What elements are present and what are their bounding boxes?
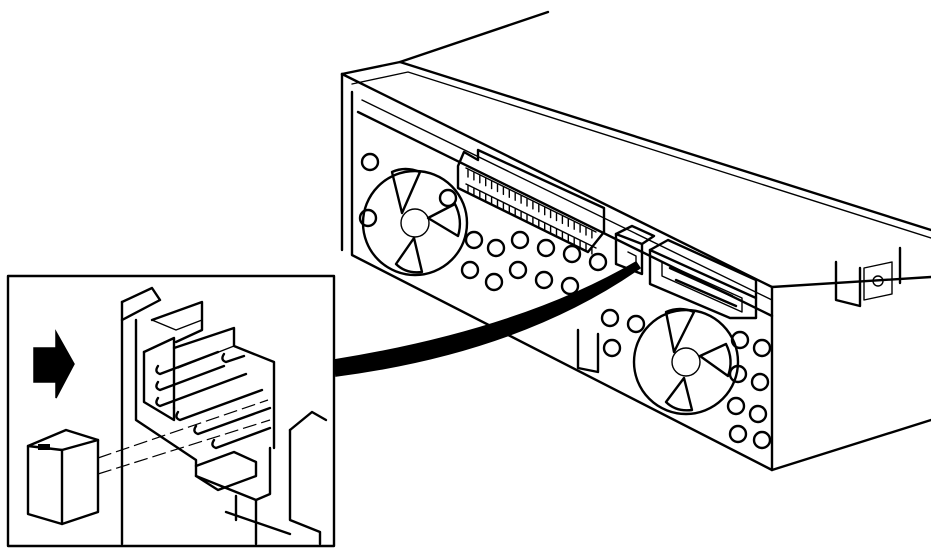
drive-chassis (340, 10, 931, 472)
ribbon-connector (456, 148, 606, 255)
power-connector (648, 238, 758, 320)
front-panel (350, 90, 774, 472)
vent-holes (358, 152, 772, 450)
left-fan-icon (361, 167, 469, 277)
right-fan-icon (632, 307, 740, 416)
jumper-plug (26, 428, 100, 526)
insert-direction-arrow (33, 329, 75, 399)
detail-callout (6, 274, 336, 548)
callout-beam (333, 260, 642, 377)
